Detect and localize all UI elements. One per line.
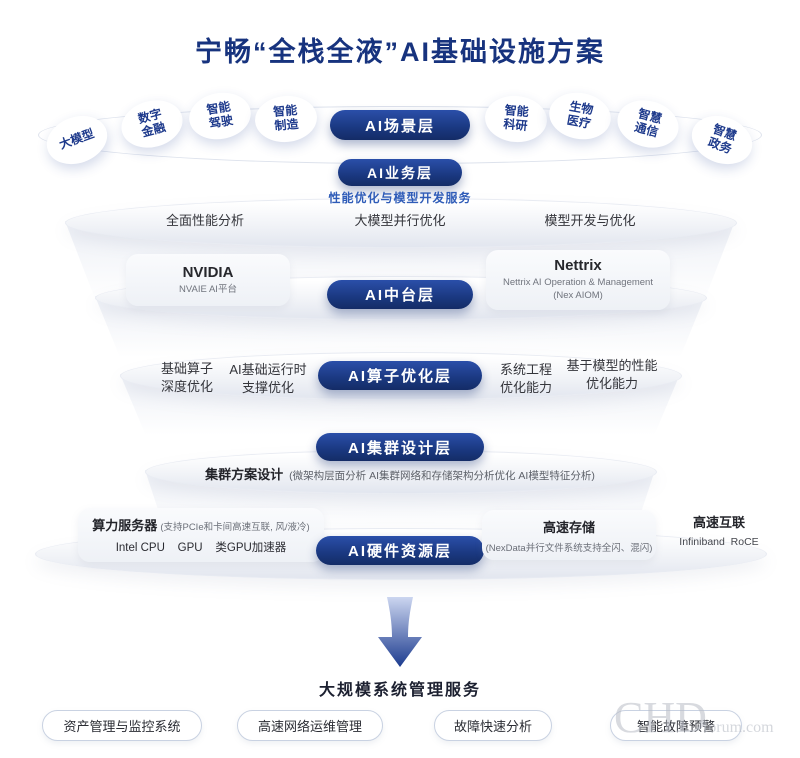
nettrix-line2: (Nex AIOM): [553, 290, 603, 301]
nvidia-subtitle: NVAIE AI平台: [179, 283, 237, 295]
footer-title: 大规模系统管理服务: [318, 682, 481, 699]
footer-button-asset-management: 资产管理与监控系统: [42, 710, 202, 741]
footer-button-fault-analysis: 故障快速分析: [434, 710, 552, 741]
hardware-layer-pill: AI硬件资源层: [316, 536, 484, 565]
interconnect-note: Infiniband RoCE: [679, 536, 759, 548]
nettrix-title: Nettrix: [554, 257, 602, 275]
business-layer-ellipse: [65, 198, 737, 248]
watermark-big-text: CHD: [614, 693, 707, 742]
cluster-layer-pill: AI集群设计层: [316, 433, 484, 461]
operator-item-runtime-support: AI基础运行时 支撑优化: [229, 362, 307, 395]
nettrix-line1: Nettrix AI Operation & Management: [503, 277, 653, 289]
operator-item-basic-operators: 基础算子 深度优化: [160, 361, 213, 394]
interconnect-title: 高速互联: [692, 515, 745, 530]
nvidia-card: NVIDIA NVAIE AI平台: [126, 254, 290, 306]
compute-server-components: Intel CPU GPU 类GPU加速器: [115, 542, 287, 554]
cluster-design-text: 集群方案设计 (微架构层面分析 AI集群网络和存储架构分析优化 AI模型特征分析…: [0, 464, 800, 483]
business-layer-subtitle: 性能优化与模型开发服务: [328, 191, 472, 205]
business-item-parallel-optimization: 大模型并行优化: [354, 213, 446, 228]
middle-layer-pill: AI中台层: [327, 280, 473, 309]
nvidia-title: NVIDIA: [182, 263, 234, 281]
storage-title: 高速存储: [542, 519, 595, 535]
storage-card: 高速存储 (NexData并行文件系统支持全闪、混闪): [482, 510, 656, 560]
nettrix-card: Nettrix Nettrix AI Operation & Managemen…: [486, 250, 670, 310]
down-arrow-icon: [378, 597, 422, 667]
compute-server-card: 算力服务器 (支持PCIe和卡间高速互联, 风/液冷) Intel CPU GP…: [78, 508, 324, 562]
watermark: CHD forum.com: [614, 692, 774, 743]
operator-item-model-performance: 基于模型的性能 优化能力: [566, 358, 658, 391]
interconnect-block: 高速互联 Infiniband RoCE: [658, 512, 780, 548]
business-item-performance-analysis: 全面性能分析: [165, 213, 244, 228]
business-layer-pill: AI业务层: [338, 159, 462, 186]
compute-server-note: (支持PCIe和卡间高速互联, 风/液冷): [160, 522, 310, 533]
compute-server-title: 算力服务器: [92, 518, 158, 533]
footer-button-fault-prediction: 智能故障预警: [610, 710, 742, 741]
watermark-small-text: forum.com: [702, 719, 774, 736]
scene-layer-pill: AI场景层: [330, 110, 470, 140]
storage-note: (NexData并行文件系统支持全闪、混闪): [485, 542, 653, 554]
main-title: 宁畅“全栈全液”AI基础设施方案: [195, 37, 605, 67]
operator-layer-pill: AI算子优化层: [318, 361, 482, 390]
operator-item-system-engineering: 系统工程 优化能力: [499, 362, 552, 395]
footer-button-network-ops: 高速网络运维管理: [237, 710, 383, 741]
cluster-design-note: (微架构层面分析 AI集群网络和存储架构分析优化 AI模型特征分析): [289, 470, 595, 482]
cluster-design-title: 集群方案设计: [205, 467, 284, 482]
business-item-model-development: 模型开发与优化: [544, 213, 636, 228]
